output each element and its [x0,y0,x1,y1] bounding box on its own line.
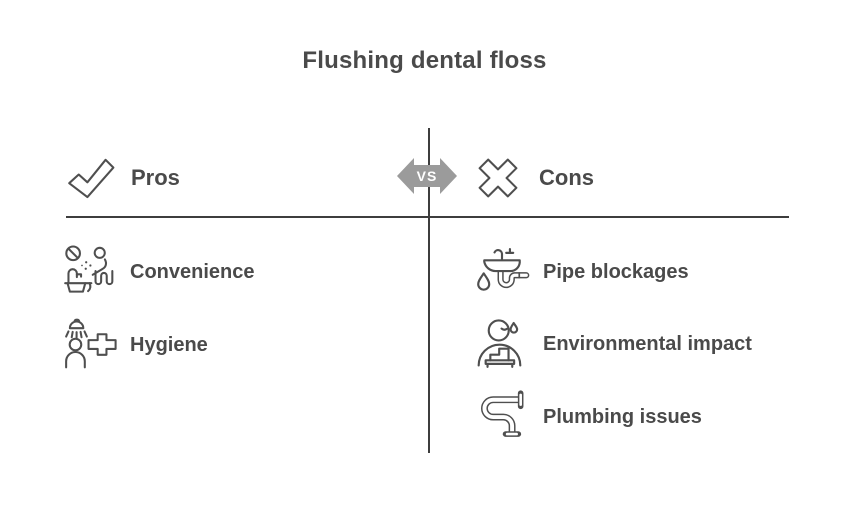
cross-icon [478,158,518,198]
horizontal-divider [66,216,789,218]
cons-header: Cons [472,152,594,204]
item-label: Plumbing issues [543,405,702,428]
vs-label: VS [416,168,438,184]
vs-arrows-icon [397,158,457,194]
shower-person-plus-icon [65,318,117,369]
person-sweat-factory-icon [477,319,522,368]
cons-label: Cons [539,165,594,190]
item-label: Convenience [130,260,255,283]
pros-label: Pros [131,165,180,190]
cons-item-environmental-impact: Environmental impact [474,316,752,372]
handwash-sink-icon [64,245,114,293]
pipe-elbow-icon [481,390,524,437]
check-icon [68,158,115,199]
item-label: Environmental impact [543,332,752,355]
page-title: Flushing dental floss [302,47,547,74]
cons-item-plumbing-issues: Plumbing issues [474,389,702,445]
item-label: Hygiene [130,333,208,356]
sink-drain-pipe-icon [477,248,530,291]
pros-item-hygiene: Hygiene [61,317,208,373]
pros-item-convenience: Convenience [61,244,254,300]
vertical-divider [428,128,430,453]
cons-item-pipe-blockages: Pipe blockages [474,244,689,300]
pros-header: Pros [64,152,180,204]
vs-badge: VS [396,154,458,198]
item-label: Pipe blockages [543,260,689,283]
